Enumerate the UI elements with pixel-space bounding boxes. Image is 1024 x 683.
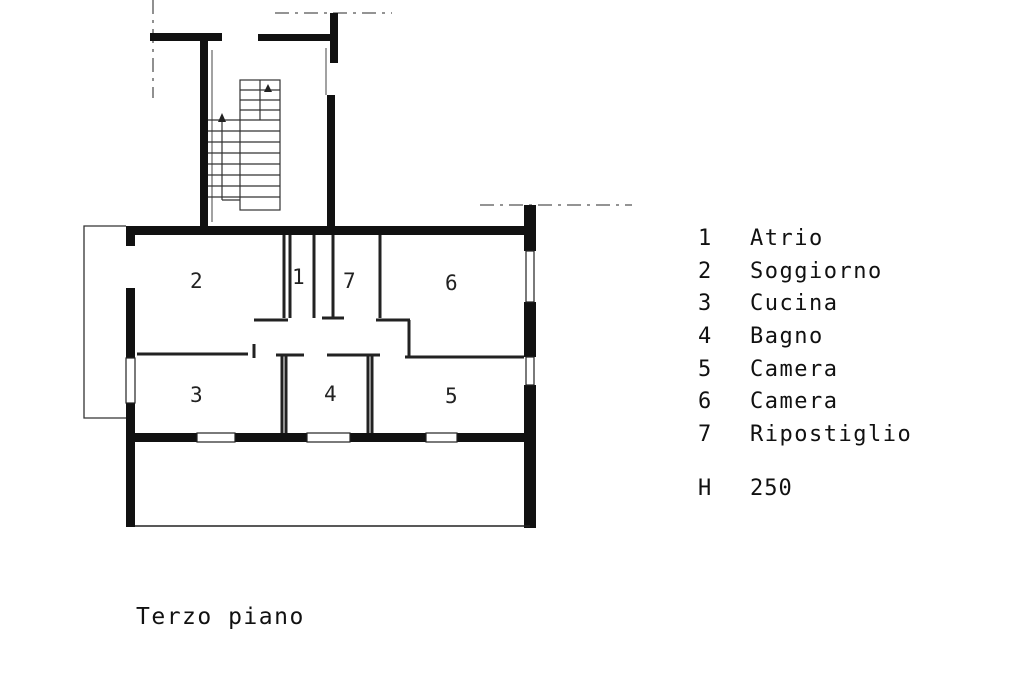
room-label-cucina: 3 <box>190 383 203 407</box>
room-label-atrio: 1 <box>292 265 305 289</box>
legend-number: 7 <box>698 421 713 447</box>
legend-room-name: Soggiorno <box>750 258 883 284</box>
height-value: 250 <box>750 476 793 501</box>
ceiling-height: H 250 <box>698 476 793 501</box>
legend-item: 6 Camera <box>698 385 912 418</box>
interior-walls <box>137 235 524 433</box>
legend-room-name: Camera <box>750 389 839 415</box>
legend-number: 2 <box>698 258 713 284</box>
legend-room-name: Atrio <box>750 225 824 251</box>
room-label-bagno: 4 <box>324 382 337 406</box>
legend-item: 2 Soggiorno <box>698 255 912 288</box>
stair-steps <box>208 79 281 211</box>
balcony-left <box>83 225 128 419</box>
legend-item: 5 Camera <box>698 353 912 386</box>
stair-arrow-icon <box>218 113 226 122</box>
legend-item: 4 Bagno <box>698 320 912 353</box>
legend-item: 1 Atrio <box>698 222 912 255</box>
legend-item: 7 Ripostiglio <box>698 418 912 451</box>
neighbour-outline <box>152 0 632 206</box>
floor-plan: 2 1 7 6 3 4 5 <box>83 0 632 528</box>
floor-caption: Terzo piano <box>136 604 305 630</box>
stair-arrow-icon <box>264 84 272 92</box>
room-label-ripostiglio: 7 <box>343 269 356 293</box>
windows <box>125 250 535 443</box>
height-label: H <box>698 476 713 501</box>
room-legend: 1 Atrio 2 Soggiorno 3 Cucina 4 Bagno 5 C… <box>698 222 912 451</box>
legend-number: 6 <box>698 389 713 415</box>
legend-room-name: Cucina <box>750 291 839 317</box>
legend-room-name: Bagno <box>750 323 824 349</box>
legend-item: 3 Cucina <box>698 287 912 320</box>
legend-room-name: Ripostiglio <box>750 421 913 447</box>
legend-room-name: Camera <box>750 356 839 382</box>
legend-number: 5 <box>698 356 713 382</box>
room-label-camera-6: 6 <box>445 271 458 295</box>
stairwell <box>150 13 338 227</box>
exterior-walls <box>126 205 536 528</box>
room-label-soggiorno: 2 <box>190 269 203 293</box>
legend-number: 1 <box>698 225 713 251</box>
room-label-camera-5: 5 <box>445 384 458 408</box>
legend-number: 3 <box>698 291 713 317</box>
legend-number: 4 <box>698 323 713 349</box>
